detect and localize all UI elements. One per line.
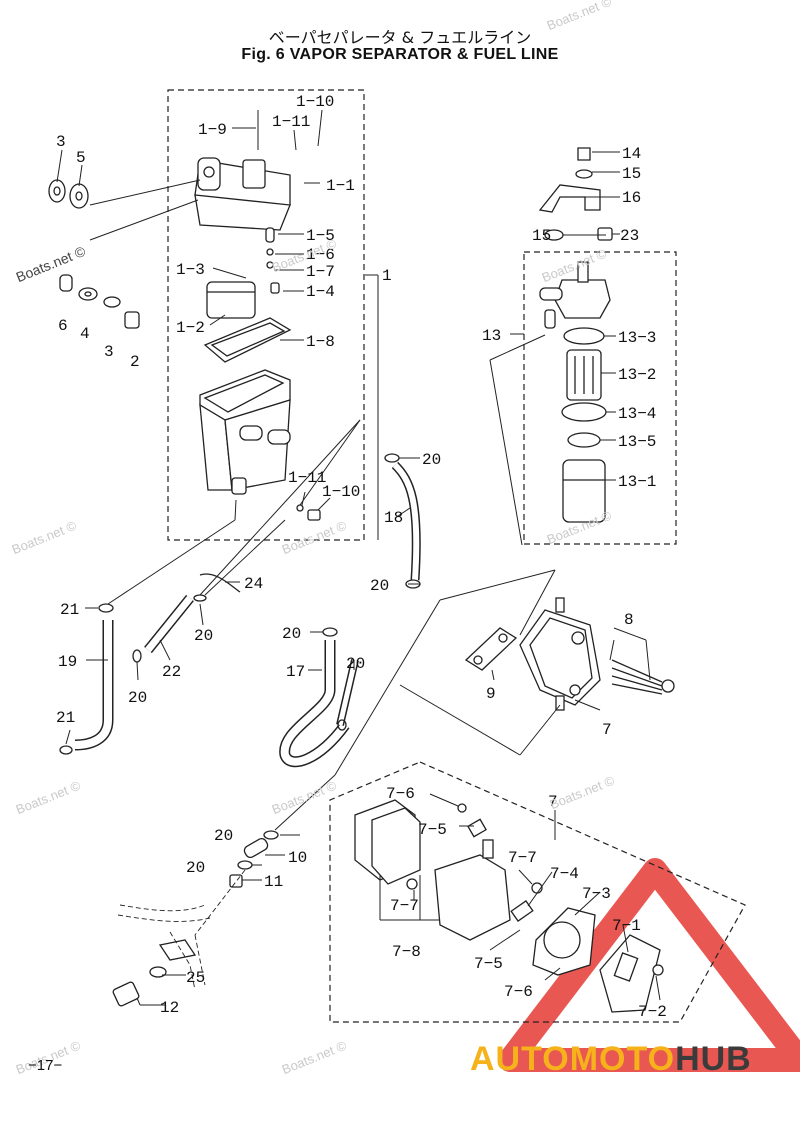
group-boxes [167, 89, 746, 1023]
label-1-3: 1−3 [176, 261, 205, 279]
label-1-1: 1−1 [326, 177, 355, 195]
label-1-7: 1−7 [306, 263, 335, 281]
label-19: 19 [58, 653, 77, 671]
label-20d: 20 [282, 625, 301, 643]
label-7-5a: 7−5 [418, 821, 447, 839]
label-13-3: 13−3 [618, 329, 656, 347]
label-7-6b: 7−6 [504, 983, 533, 1001]
label-7-7a: 7−7 [508, 849, 537, 867]
group-box-7 [329, 761, 746, 1023]
logo-text-automoto: AUTOMOTO [470, 1040, 676, 1078]
label-23: 23 [620, 227, 639, 245]
label-13-4: 13−4 [618, 405, 656, 423]
parts [48, 147, 675, 1013]
label-18: 18 [384, 509, 403, 527]
title-english: Fig. 6 VAPOR SEPARATOR & FUEL LINE [241, 46, 559, 63]
logo-text-hub: HUB [675, 1040, 752, 1078]
label-13: 13 [482, 327, 501, 345]
label-11: 11 [264, 873, 283, 891]
label-8: 8 [624, 611, 634, 629]
label-13-5: 13−5 [618, 433, 656, 451]
label-1-8: 1−8 [306, 333, 335, 351]
label-7-4: 7−4 [550, 865, 579, 883]
group-box-1 [167, 89, 365, 541]
label-1-10b: 1−10 [322, 483, 360, 501]
label-24: 24 [244, 575, 263, 593]
label-14: 14 [622, 145, 641, 163]
label-13-1: 13−1 [618, 473, 656, 491]
label-7-1: 7−1 [612, 917, 641, 935]
label-1-10a: 1−10 [296, 93, 334, 111]
brand-logo: AUTOMOTOHUB [470, 1040, 752, 1079]
label-16: 16 [622, 189, 641, 207]
label-1-6: 1−6 [306, 246, 335, 264]
label-1-2: 1−2 [176, 319, 205, 337]
label-20f: 20 [346, 655, 365, 673]
label-21a: 21 [60, 601, 79, 619]
label-7-2: 7−2 [638, 1003, 667, 1021]
label-1-11a: 1−11 [272, 113, 310, 131]
label-7b: 7 [548, 793, 558, 811]
label-7-6a: 7−6 [386, 785, 415, 803]
label-1-4: 1−4 [306, 283, 335, 301]
page-number: −17− [28, 1057, 63, 1074]
label-5: 5 [76, 149, 86, 167]
label-20b: 20 [370, 577, 389, 595]
label-9: 9 [486, 685, 496, 703]
label-20g: 20 [214, 827, 233, 845]
label-1-11b: 1−11 [288, 469, 326, 487]
title-japanese: ベーパセパレータ & フュエルライン [268, 28, 532, 47]
label-20c: 20 [194, 627, 213, 645]
label-10: 10 [288, 849, 307, 867]
label-13-2: 13−2 [618, 366, 656, 384]
label-21b: 21 [56, 709, 75, 727]
callout-labels: 3 5 6 4 3 2 1−9 1−11 1−10 1−1 1−5 1−6 1−… [56, 93, 667, 1021]
label-12: 12 [160, 999, 179, 1017]
label-4: 4 [80, 325, 90, 343]
label-1-9: 1−9 [198, 121, 227, 139]
leader-dashed [117, 869, 246, 991]
label-7-5b: 7−5 [474, 955, 503, 973]
label-6: 6 [58, 317, 68, 335]
label-7a: 7 [602, 721, 612, 739]
label-7-3: 7−3 [582, 885, 611, 903]
label-1-5: 1−5 [306, 227, 335, 245]
label-2: 2 [130, 353, 140, 371]
label-17: 17 [286, 663, 305, 681]
label-25: 25 [186, 969, 205, 987]
label-20e: 20 [128, 689, 147, 707]
label-15a: 15 [622, 165, 641, 183]
label-7-8: 7−8 [392, 943, 421, 961]
label-1: 1 [382, 267, 392, 285]
group-box-13 [523, 251, 677, 545]
label-3a: 3 [56, 133, 66, 151]
label-3b: 3 [104, 343, 114, 361]
label-20h: 20 [186, 859, 205, 877]
leader-lines [56, 109, 661, 1006]
label-7-7b: 7−7 [390, 897, 419, 915]
label-15b: 15 [532, 227, 551, 245]
label-22: 22 [162, 663, 181, 681]
label-20a: 20 [422, 451, 441, 469]
